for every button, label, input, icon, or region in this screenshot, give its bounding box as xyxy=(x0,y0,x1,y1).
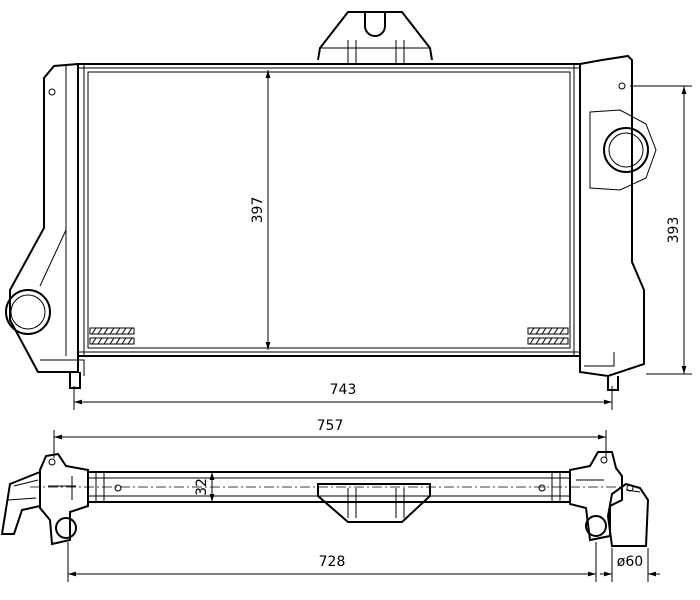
top-view: 757 xyxy=(0,418,660,582)
dimension-overall-width: 757 xyxy=(53,418,607,458)
dimension-743-label: 743 xyxy=(330,382,357,398)
right-tank-port xyxy=(585,515,607,537)
dimension-overall-height: 393 xyxy=(630,85,692,375)
dimension-397-label: 397 xyxy=(250,197,266,224)
dimension-mount-width: 743 xyxy=(73,382,613,410)
dimension-393-label: 393 xyxy=(666,217,682,244)
dimension-32-label: 32 xyxy=(194,478,210,496)
left-tank-port xyxy=(55,517,77,539)
left-tank-top xyxy=(0,452,89,546)
dimension-757-label: 757 xyxy=(317,418,344,434)
radiator-core xyxy=(77,63,581,357)
left-inlet-pipe xyxy=(5,289,51,335)
right-outlet-pipe xyxy=(603,127,649,173)
fin-hatch-left xyxy=(89,327,135,345)
dimension-core-width: 728 xyxy=(67,542,597,582)
dimension-diameter-label: ø60 xyxy=(617,554,643,570)
dimension-core-depth: 32 xyxy=(194,472,215,502)
right-mount-hole xyxy=(618,82,626,90)
dimension-728-label: 728 xyxy=(319,554,346,570)
core-side-profile xyxy=(30,471,620,503)
right-end-tank xyxy=(579,54,657,391)
front-view: 397 393 743 xyxy=(5,11,692,410)
fin-hatch-right xyxy=(527,327,569,345)
left-end-tank xyxy=(5,62,85,389)
center-bracket xyxy=(317,483,431,523)
dimension-core-height: 397 xyxy=(250,70,271,350)
right-tank-top xyxy=(569,451,650,547)
left-mount-hole xyxy=(48,88,56,96)
top-mounting-bracket xyxy=(317,11,433,64)
dimension-pipe-diameter: ø60 xyxy=(600,548,660,582)
